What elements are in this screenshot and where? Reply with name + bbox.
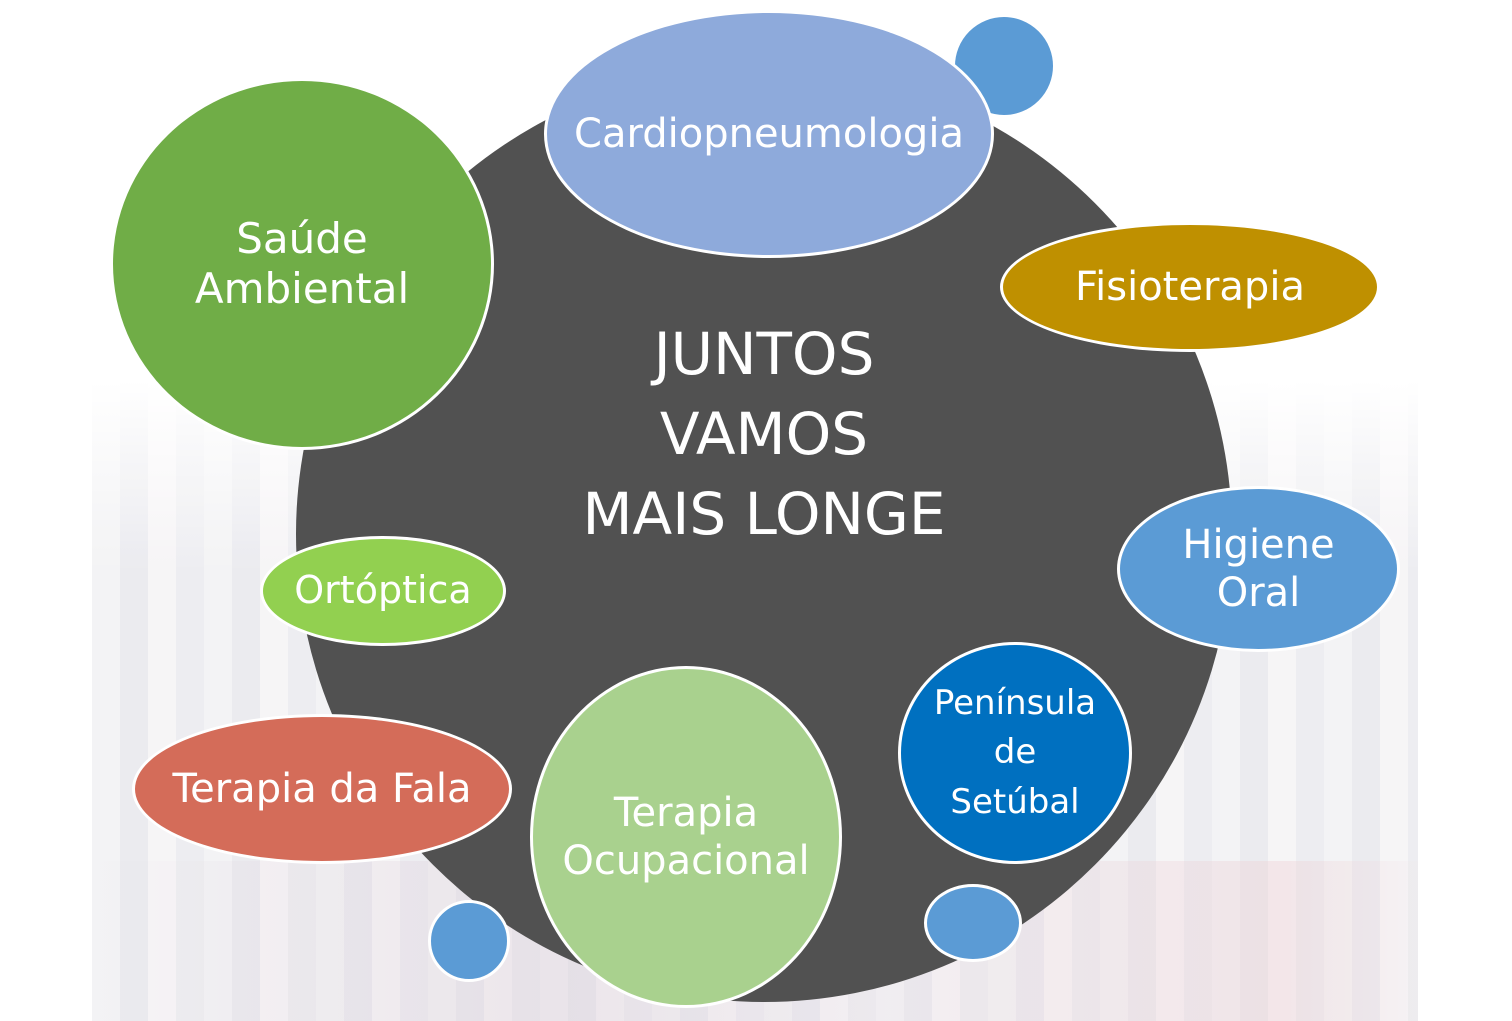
node-saude-ambiental-label: Saúde Ambiental (194, 213, 410, 313)
node-cardiopneumologia-label: Cardiopneumologia (574, 111, 964, 157)
node-cardiopneumologia: Cardiopneumologia (544, 10, 994, 258)
accent-dot-bottom-left (428, 900, 510, 982)
node-terapia-da-fala-label: Terapia da Fala (172, 766, 472, 812)
node-fisioterapia-label: Fisioterapia (1075, 264, 1305, 310)
central-title: JUNTOS VAMOS MAIS LONGE (582, 319, 946, 549)
accent-dot-bottom-right (924, 884, 1022, 962)
node-terapia-da-fala: Terapia da Fala (132, 714, 512, 864)
node-fisioterapia: Fisioterapia (1000, 222, 1380, 352)
node-ortoptica-label: Ortóptica (294, 568, 472, 613)
node-peninsula-de-setubal: Península de Setúbal (898, 642, 1132, 864)
node-terapia-ocupacional-label: Terapia Ocupacional (562, 790, 810, 884)
node-peninsula-de-setubal-label: Península de Setúbal (933, 683, 1097, 822)
node-higiene-oral-label: Higiene Oral (1182, 522, 1335, 616)
node-terapia-ocupacional: Terapia Ocupacional (530, 666, 842, 1008)
node-higiene-oral: Higiene Oral (1117, 486, 1400, 652)
node-ortoptica: Ortóptica (260, 536, 506, 646)
node-saude-ambiental: Saúde Ambiental (110, 78, 494, 450)
